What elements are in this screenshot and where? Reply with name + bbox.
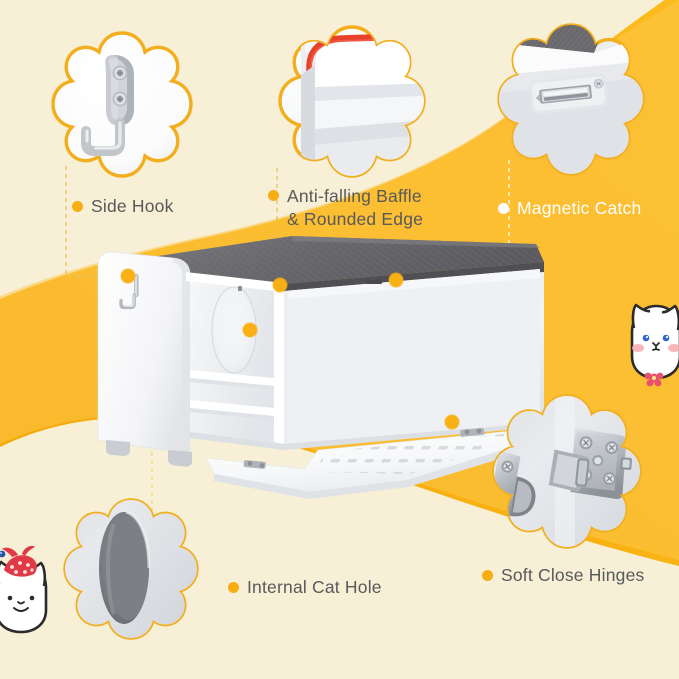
- label-magnetic-catch[interactable]: Magnetic Catch: [498, 198, 641, 219]
- strawberry-hat-icon: [0, 545, 37, 577]
- callout-flower-soft-close-hinges[interactable]: [483, 390, 651, 558]
- callout-flower-magnetic-catch[interactable]: [490, 19, 652, 181]
- left-side-panel: [97, 251, 192, 467]
- front-door-open: [205, 427, 548, 499]
- anchor-dot-soft-close-hinges: [445, 415, 459, 429]
- bullet-dot-side-hook: [72, 201, 83, 212]
- callout-flower-side-hook[interactable]: [44, 27, 200, 183]
- callout-flower-internal-cat-hole[interactable]: [56, 494, 206, 644]
- callout-flower-anti-falling-baffle[interactable]: [271, 21, 433, 183]
- label-text-side-hook: Side Hook: [91, 196, 174, 216]
- magnetic-catch-plate: [366, 280, 382, 284]
- anchor-dot-anti-falling-baffle: [273, 278, 287, 292]
- product-cat-litter-box-bench: [97, 236, 548, 499]
- seat-cushion: [118, 236, 544, 294]
- support-foot-left: [106, 440, 130, 456]
- mascot-cat-left: [0, 544, 50, 636]
- center-divider: [274, 290, 284, 444]
- internal-cat-hole-oval: [211, 286, 257, 374]
- left-hinge: [243, 460, 266, 469]
- support-foot-left-rear: [168, 450, 192, 467]
- bullet-dot-magnetic-catch: [498, 203, 509, 214]
- label-text-magnetic-catch: Magnetic Catch: [517, 198, 642, 218]
- soft-close-hinge-icon: [494, 396, 640, 547]
- label-text-internal-cat-hole: Internal Cat Hole: [247, 577, 382, 597]
- right-compartment: [288, 269, 540, 444]
- lower-shelf: [190, 400, 274, 416]
- label-text-anti-falling-baffle: Anti-falling Baffle& Rounded Edge: [287, 186, 424, 229]
- bullet-dot-soft-close-hinges: [482, 570, 493, 581]
- door-perforated-texture: [316, 430, 540, 474]
- cat-hole-icon: [65, 500, 197, 638]
- anchor-dot-side-hook: [121, 269, 135, 283]
- anchor-dot-internal-cat-hole: [243, 323, 257, 337]
- anchor-dot-magnetic-catch: [389, 273, 403, 287]
- label-text-soft-close-hinges: Soft Close Hinges: [501, 565, 645, 585]
- bullet-dot-internal-cat-hole: [228, 582, 239, 593]
- right-hinge: [460, 428, 485, 437]
- mascot-cat-right: [626, 300, 679, 387]
- label-side-hook[interactable]: Side Hook: [72, 196, 174, 217]
- upper-shelf: [190, 370, 274, 386]
- cabinet-body: [186, 269, 544, 450]
- label-internal-cat-hole[interactable]: Internal Cat Hole: [228, 577, 382, 598]
- wall-hook-icon: [81, 55, 134, 156]
- pink-flower-icon: [644, 372, 664, 387]
- side-hook-metal: [119, 274, 139, 310]
- label-soft-close-hinges[interactable]: Soft Close Hinges: [482, 565, 644, 586]
- label-anti-falling-baffle[interactable]: Anti-falling Baffle& Rounded Edge: [268, 185, 423, 231]
- bullet-dot-anti-falling-baffle: [268, 190, 279, 201]
- small-catch-left: [238, 286, 242, 291]
- magnetic-catch-icon: [499, 25, 643, 174]
